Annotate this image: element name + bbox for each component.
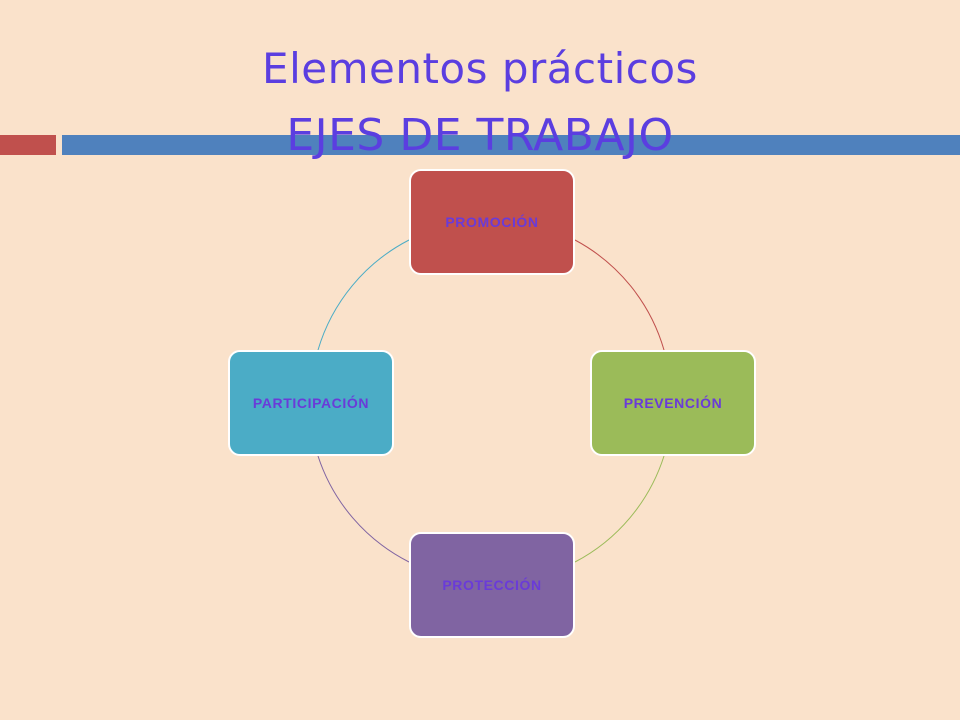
header-rule-bar (62, 135, 960, 155)
cycle-node-label: PREVENCIÓN (623, 395, 723, 411)
connector-proteccion-participacion (317, 455, 410, 563)
connector-promocion-prevencion (574, 239, 665, 351)
connector-prevencion-proteccion (574, 455, 665, 563)
slide-title: Elementos prácticos (262, 44, 698, 93)
cycle-node-prevencion: PREVENCIÓN (590, 350, 756, 456)
cycle-node-promocion: PROMOCIÓN (409, 169, 575, 275)
connector-participacion-promocion (317, 239, 410, 351)
header-rule-accent (0, 135, 56, 155)
cycle-node-label: PROMOCIÓN (445, 214, 539, 230)
cycle-node-participacion: PARTICIPACIÓN (228, 350, 394, 456)
cycle-node-proteccion: PROTECCIÓN (409, 532, 575, 638)
cycle-node-label: PARTICIPACIÓN (252, 395, 370, 411)
cycle-node-label: PROTECCIÓN (442, 577, 542, 593)
slide-subtitle: EJES DE TRABAJO (286, 110, 674, 161)
